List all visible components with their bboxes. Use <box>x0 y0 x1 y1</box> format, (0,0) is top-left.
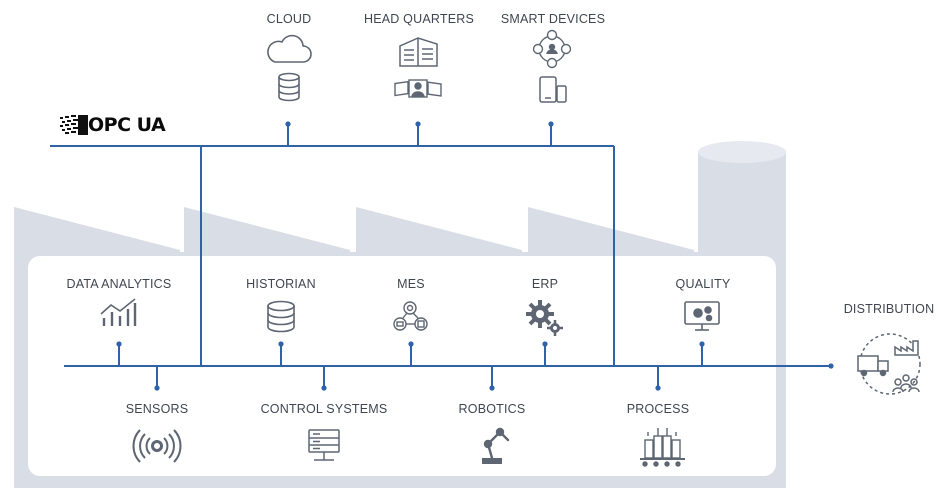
factory-roof-3 <box>356 207 522 255</box>
opc-ua-logo: OPC UA <box>60 114 171 136</box>
label-quality: QUALITY <box>675 277 731 291</box>
connection-dots <box>116 121 834 391</box>
mes-icon <box>393 301 428 331</box>
control-system-icon <box>308 429 340 461</box>
quality-monitor-icon <box>684 301 720 331</box>
label-smart-devices: SMART DEVICES <box>500 12 606 26</box>
distribution-icon <box>857 333 921 395</box>
label-historian: HISTORIAN <box>246 277 316 291</box>
process-bottles-icon <box>640 428 685 467</box>
label-process: PROCESS <box>626 402 690 416</box>
network-lines <box>50 124 831 388</box>
network-devices-icon <box>532 29 572 69</box>
label-data-analytics: DATA ANALYTICS <box>66 277 172 291</box>
logo-text: OPC UA <box>88 114 166 136</box>
label-sensors: SENSORS <box>125 402 189 416</box>
database-icon <box>278 72 300 102</box>
label-robotics: ROBOTICS <box>458 402 526 416</box>
opc-logo-mark <box>60 115 88 135</box>
erp-gears-icon <box>526 300 563 336</box>
monitors-icon <box>394 79 442 98</box>
label-cloud: CLOUD <box>266 12 312 26</box>
robot-arm-icon <box>482 427 510 464</box>
label-erp: ERP <box>531 277 559 291</box>
label-head-quarters: HEAD QUARTERS <box>363 12 475 26</box>
historian-database-icon <box>267 300 295 333</box>
factory-roof-2 <box>184 207 350 255</box>
sensor-waves-icon <box>132 429 182 463</box>
cloud-icon <box>267 34 312 63</box>
label-distribution: DISTRIBUTION <box>843 302 935 316</box>
label-control-systems: CONTROL SYSTEMS <box>260 402 388 416</box>
label-mes: MES <box>397 277 425 291</box>
building-icon <box>399 37 438 67</box>
analytics-chart-icon <box>100 298 137 326</box>
chimney-body <box>698 152 786 270</box>
factory-roof-1 <box>14 207 180 255</box>
tablet-phone-icon <box>539 76 567 103</box>
factory-roof-4 <box>528 207 694 255</box>
chimney-top <box>698 141 786 163</box>
